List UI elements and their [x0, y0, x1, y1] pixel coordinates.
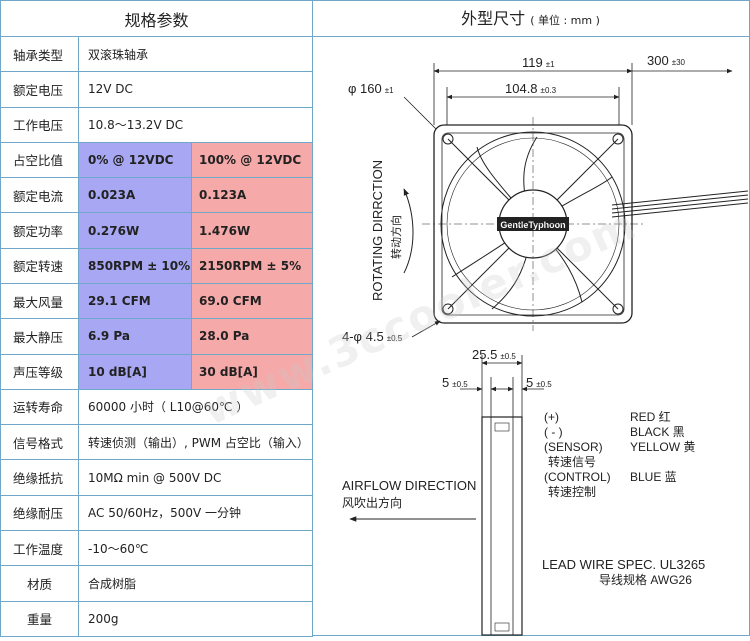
- spec-value: 转速侦测（输出）, PWM 占空比（输入）: [78, 424, 313, 461]
- lead-spec-en: LEAD WIRE SPEC. UL3265: [542, 557, 705, 572]
- airflow-label-cn: 风吹出方向: [342, 495, 402, 510]
- spec-value: 10.8～13.2V DC: [78, 106, 313, 143]
- fan-front-view: GentleTyphoon: [422, 117, 749, 331]
- spec-row: 信号格式转速侦测（输出）, PWM 占空比（输入）: [0, 424, 313, 461]
- wire-color: YELLOW 黄: [630, 440, 695, 454]
- spec-row: 轴承类型双滚珠轴承: [0, 35, 313, 73]
- spec-value-min: 850RPM ± 10%: [78, 247, 192, 284]
- spec-label: 额定转速: [0, 247, 79, 284]
- spec-value-max: 28.0 Pa: [191, 318, 313, 355]
- spec-label: 额定功率: [0, 212, 79, 249]
- spec-value-min: 0% @ 12VDC: [78, 141, 192, 179]
- wire-color: BLACK 黑: [630, 425, 685, 439]
- spec-label: 额定电流: [0, 177, 79, 214]
- spec-value: 双滚珠轴承: [78, 35, 313, 73]
- spec-value: -10～60℃: [78, 529, 313, 567]
- dim-holes: 4-φ 4.5±0.5: [342, 329, 403, 344]
- wire-color: RED 红: [630, 409, 671, 424]
- spec-label: 重量: [0, 600, 79, 637]
- dim-flange-left: 5±0.5: [442, 375, 468, 390]
- spec-value-max: 2150RPM ± 5%: [191, 247, 313, 284]
- spec-row: 材质合成树脂: [0, 565, 313, 602]
- dimension-unit: ( 单位 : mm ): [530, 14, 600, 27]
- wire-pin: 转速信号: [548, 454, 596, 469]
- spec-value-min: 29.1 CFM: [78, 282, 192, 320]
- wire-pin: ( - ): [544, 425, 563, 439]
- spec-value-max: 1.476W: [191, 212, 313, 249]
- spec-value: 10MΩ min @ 500V DC: [78, 459, 313, 496]
- dim-diameter: φ 160±1: [348, 81, 394, 96]
- dim-lead: 300±30: [647, 53, 686, 68]
- dim-flange-right: 5±0.5: [526, 375, 552, 390]
- rotation-label-cn: 转动方向: [389, 215, 403, 259]
- dim-outer: 119±1: [522, 55, 555, 70]
- spec-label: 信号格式: [0, 424, 79, 461]
- spec-value-max: 0.123A: [191, 177, 313, 214]
- airflow-label-en: AIRFLOW DIRECTION: [342, 478, 476, 493]
- spec-value-min: 10 dB[A]: [78, 353, 192, 390]
- spec-label: 最大风量: [0, 282, 79, 320]
- spec-value-min: 6.9 Pa: [78, 318, 192, 355]
- wire-pin: 转速控制: [548, 484, 596, 499]
- spec-header-row: 规格参数: [0, 0, 313, 37]
- spec-value: 12V DC: [78, 71, 313, 108]
- holes-leader: [411, 320, 441, 338]
- spec-value: 合成树脂: [78, 565, 313, 602]
- wire-pin: (SENSOR): [544, 440, 603, 454]
- spec-value-min: 0.276W: [78, 212, 192, 249]
- spec-label: 额定电压: [0, 71, 79, 108]
- spec-label: 声压等级: [0, 353, 79, 390]
- spec-label: 绝缘抵抗: [0, 459, 79, 496]
- dim-pitch: 104.8±0.3: [505, 81, 557, 96]
- rotation-label-en: ROTATING DIRRCTION: [370, 160, 385, 301]
- wire-legend: (+) RED 红 ( - ) BLACK 黑 (SENSOR) YELLOW 黄转速信号…: [544, 409, 695, 499]
- spec-row: 工作温度-10～60℃: [0, 529, 313, 567]
- wire-pin: (CONTROL): [544, 470, 611, 484]
- spec-value-min: 0.023A: [78, 177, 192, 214]
- spec-value: 60000 小时（ L10@60℃ ）: [78, 388, 313, 426]
- spec-value-max: 69.0 CFM: [191, 282, 313, 320]
- wire-pin: (+): [544, 410, 559, 424]
- fan-drawing: 119±1 300±30 104.8±0.3 φ 160±1: [342, 53, 749, 636]
- spec-value-max: 30 dB[A]: [191, 353, 313, 390]
- spec-label: 工作电压: [0, 106, 79, 143]
- spec-label: 绝缘耐压: [0, 494, 79, 531]
- spec-label: 工作温度: [0, 529, 79, 567]
- lead-spec-cn: 导线规格 AWG26: [599, 572, 692, 587]
- spec-label: 材质: [0, 565, 79, 602]
- dimension-title: 外型尺寸 ( 单位 : mm ): [312, 1, 749, 37]
- spec-label: 占空比值: [0, 141, 79, 179]
- dimension-panel: 外型尺寸 ( 单位 : mm ) 119±1 300±30 104.8±0.3 …: [312, 0, 750, 636]
- dimension-title-text: 外型尺寸: [461, 9, 526, 28]
- spec-value: 200g: [78, 600, 313, 637]
- spec-value: AC 50/60Hz，500V 一分钟: [78, 494, 313, 531]
- dim-depth: 25.5±0.5: [472, 347, 516, 362]
- spec-label: 轴承类型: [0, 35, 79, 73]
- spec-title: 规格参数: [0, 0, 313, 37]
- wire-color: BLUE 蓝: [630, 470, 677, 484]
- spec-label: 运转寿命: [0, 388, 79, 426]
- fan-side-view: [481, 416, 523, 636]
- spec-value-max: 100% @ 12VDC: [191, 141, 313, 179]
- spec-label: 最大静压: [0, 318, 79, 355]
- rotation-arrow: [403, 188, 414, 274]
